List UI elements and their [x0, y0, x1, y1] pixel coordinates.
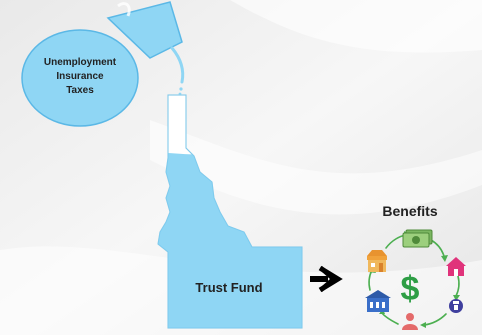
background-wave: [230, 0, 482, 53]
cycle-arrow: [423, 313, 447, 326]
flask-label-line-1: Unemployment: [44, 57, 117, 68]
flask-label-line-2: Insurance: [56, 71, 104, 82]
pill-bottle-icon: [449, 299, 463, 313]
dollar-sign-icon: $: [401, 270, 420, 308]
cycle-arrowhead-icon: [453, 295, 460, 301]
cycle-arrowhead-icon: [420, 322, 426, 328]
water-drop: [179, 87, 183, 91]
tax-flask: Unemployment Insurance Taxes: [21, 1, 183, 127]
cycle-arrow: [430, 239, 445, 257]
hospital-icon: [365, 290, 391, 312]
store-icon: [367, 250, 387, 272]
arrow-head-stroke: [318, 265, 343, 293]
flask-neck: [106, 1, 183, 59]
cycle-arrowhead-icon: [441, 255, 448, 262]
water-stream: [170, 46, 185, 84]
flask-rim: [117, 2, 131, 17]
house-icon: [446, 257, 466, 276]
arrow-shaft: [310, 276, 328, 282]
benefits-cycle: $: [365, 229, 466, 330]
flask-label-line-3: Taxes: [66, 85, 94, 96]
person-icon: [402, 313, 418, 330]
flask-body: [21, 29, 139, 127]
background-wave: [150, 120, 482, 215]
flow-arrow: [310, 265, 343, 293]
money-bill-icon: [402, 229, 433, 248]
trust-fund-label: Trust Fund: [195, 280, 262, 295]
cycle-arrow: [455, 275, 460, 297]
benefits-title: Benefits: [382, 203, 437, 219]
state-border: [157, 94, 303, 329]
